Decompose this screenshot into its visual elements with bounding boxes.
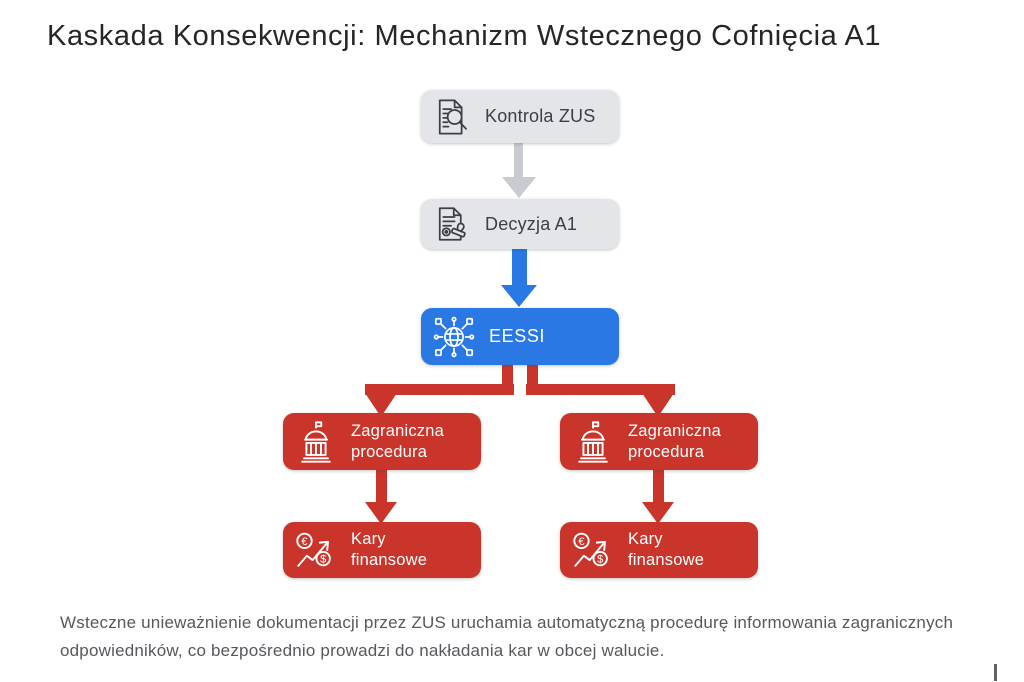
document-search-icon (431, 96, 473, 138)
node-decyzja-a1: Decyzja A1 (421, 199, 619, 249)
arrow-kontrola-to-decyzja-head (502, 177, 536, 198)
arrow-decyzja-to-eessi-stem (512, 247, 527, 287)
svg-text:$: $ (597, 553, 603, 565)
arrow-decyzja-to-eessi-head (501, 285, 537, 307)
government-building-icon (570, 419, 616, 465)
arrow-proc-to-kary-left-head (365, 502, 397, 524)
globe-network-icon (431, 314, 477, 360)
arrow-proc-to-kary-right-stem (653, 466, 664, 504)
node-kontrola-zus: Kontrola ZUS (421, 90, 619, 143)
page-title: Kaskada Konsekwencji: Mechanizm Wsteczne… (47, 20, 882, 52)
node-label: Kontrola ZUS (485, 106, 596, 126)
footer-description: Wsteczne unieważnienie dokumentacji prze… (60, 613, 954, 660)
government-building-icon (293, 419, 339, 465)
node-eessi: EESSI (421, 308, 619, 365)
currency-growth-icon: € $ (293, 527, 339, 573)
branch-right-horizontal (526, 384, 675, 395)
arrow-proc-to-kary-left-stem (376, 466, 387, 504)
branch-left-stub (502, 362, 513, 388)
arrow-kontrola-to-decyzja-stem (514, 141, 523, 179)
branch-left-horizontal (365, 384, 514, 395)
arrow-proc-to-kary-right-head (642, 502, 674, 524)
node-label: EESSI (489, 326, 546, 346)
currency-growth-icon: € $ (570, 527, 616, 573)
svg-text:€: € (301, 536, 307, 548)
node-label: Decyzja A1 (485, 213, 578, 234)
svg-text:€: € (578, 536, 584, 548)
svg-text:$: $ (320, 553, 326, 565)
document-stamp-icon (431, 203, 473, 245)
branch-right-stub (527, 362, 538, 388)
text-cursor (994, 664, 997, 681)
